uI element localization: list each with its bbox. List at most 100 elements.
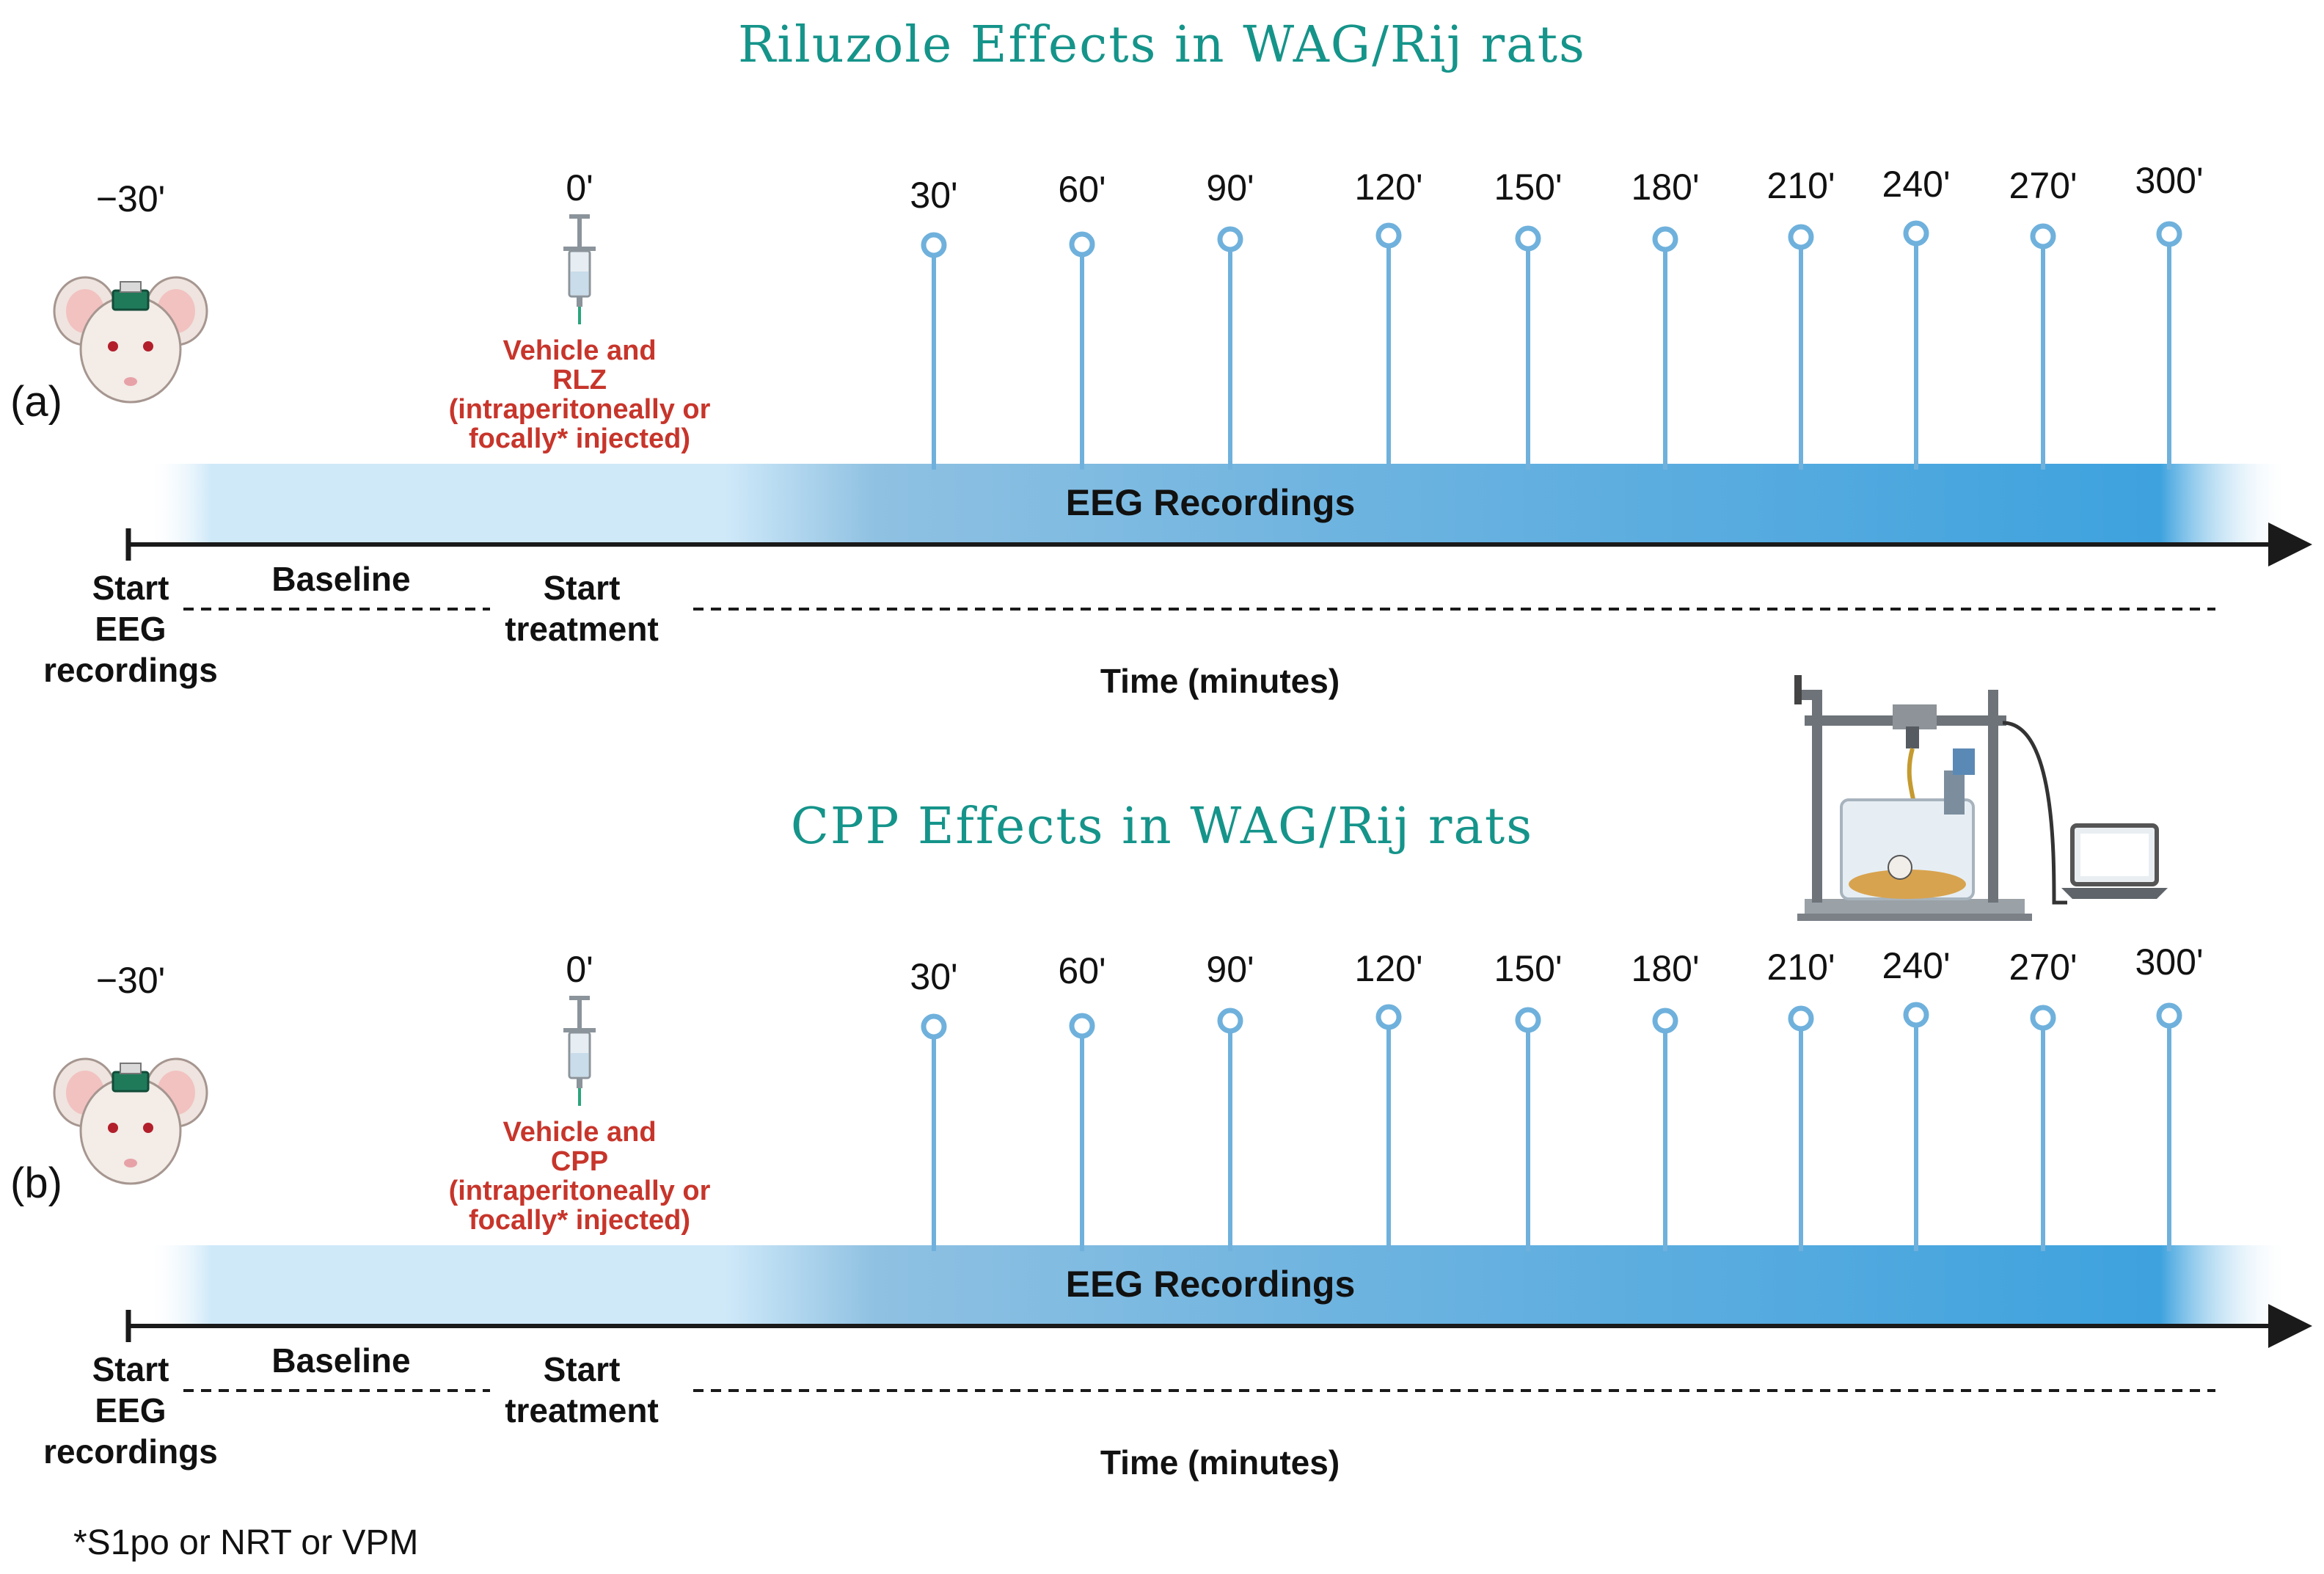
timepoint-label: 150' — [1494, 948, 1563, 989]
timepoint-label: 60' — [1058, 169, 1106, 210]
timepoint-marker — [2030, 1005, 2056, 1031]
timepoint-label: 240' — [1882, 945, 1951, 986]
start-eeg-label: Start — [92, 569, 169, 607]
start-treatment-label: treatment — [505, 610, 659, 648]
timepoint-label: 150' — [1494, 167, 1563, 208]
eeg-connector — [120, 281, 142, 293]
timepoint-label: 180' — [1631, 167, 1700, 208]
treatment-text-line: Vehicle and — [503, 1117, 656, 1148]
start-treatment-label: Start — [544, 1350, 621, 1388]
timepoint-marker — [2030, 223, 2056, 249]
treatment-text-line: (intraperitoneally or — [449, 394, 711, 425]
syringe-plunger-rod — [577, 219, 582, 248]
timepoint-marker — [921, 232, 947, 258]
timepoint-marker — [1375, 222, 1402, 249]
eeg-recordings-label: EEG Recordings — [1066, 1264, 1356, 1305]
timepoint-marker — [1652, 226, 1678, 252]
timepoint-marker — [1903, 220, 1929, 247]
rat-face — [79, 1076, 182, 1185]
syringe-plunger-cap — [569, 996, 590, 1000]
rat-nose — [124, 1159, 137, 1167]
timepoint-label: 90' — [1206, 949, 1254, 990]
syringe-liquid — [571, 1053, 588, 1076]
timepoint-label: 30' — [910, 956, 957, 997]
rat-eye-right — [143, 341, 153, 351]
eeg-recordings-bar — [147, 1245, 2289, 1325]
start-treatment-label: Start — [544, 569, 621, 607]
eeg-headcap — [112, 289, 150, 311]
start-time-label: −30' — [96, 178, 165, 219]
start-eeg-label: EEG — [95, 1391, 166, 1429]
timepoint-label: 270' — [2009, 947, 2078, 988]
treatment-time-label: 0' — [566, 167, 593, 208]
timepoint-marker — [1652, 1008, 1678, 1034]
footnote: *S1po or NRT or VPM — [73, 1523, 418, 1562]
eeg-recordings-label: EEG Recordings — [1066, 482, 1356, 523]
timepoint-marker — [1069, 231, 1095, 258]
timepoint-label: 240' — [1882, 164, 1951, 205]
rat-eye-right — [143, 1123, 153, 1133]
timepoint-marker — [1788, 1005, 1814, 1032]
timepoint-marker — [1069, 1013, 1095, 1039]
timepoint-label: 270' — [2009, 165, 2078, 206]
start-eeg-label: Start — [92, 1350, 169, 1388]
timepoint-marker — [1375, 1004, 1402, 1030]
timepoint-marker — [1217, 226, 1243, 252]
panel-label: (a) — [10, 378, 62, 426]
start-eeg-label: EEG — [95, 610, 166, 648]
eeg-recordings-bar — [147, 464, 2289, 543]
timepoint-label: 60' — [1058, 950, 1106, 991]
treatment-text-line: RLZ — [552, 365, 607, 396]
timepoint-label: 210' — [1767, 947, 1835, 988]
timepoint-marker — [1515, 225, 1541, 252]
timepoint-marker — [1217, 1008, 1243, 1034]
start-eeg-label: recordings — [43, 1432, 218, 1471]
rat-head-icon — [53, 276, 208, 404]
panel-title: Riluzole Effects in WAG/Rij rats — [738, 16, 1586, 74]
timepoint-label: 180' — [1631, 948, 1700, 989]
timepoint-marker — [2156, 221, 2182, 247]
timepoint-marker — [921, 1013, 947, 1040]
rat-face — [79, 295, 182, 404]
start-time-label: −30' — [96, 960, 165, 1001]
timepoint-label: 120' — [1355, 167, 1423, 208]
baseline-label: Baseline — [271, 560, 410, 598]
panel-label: (b) — [10, 1159, 62, 1207]
panel-b: CPP Effects in WAG/Rij rats(b)−30'0'Vehi… — [10, 798, 2312, 1482]
rat-eye-left — [108, 341, 118, 351]
treatment-time-label: 0' — [566, 949, 593, 990]
rat-nose — [124, 377, 137, 386]
treatment-text-line: focally* injected) — [469, 423, 690, 454]
timepoint-marker — [1515, 1007, 1541, 1033]
syringe-icon — [563, 214, 596, 324]
timepoint-marker — [2156, 1002, 2182, 1029]
syringe-hub — [577, 1078, 582, 1088]
syringe-flange — [563, 1028, 596, 1032]
treatment-text-line: (intraperitoneally or — [449, 1176, 711, 1206]
syringe-plunger-cap — [569, 214, 590, 219]
eeg-connector — [120, 1063, 142, 1074]
panel-a: Riluzole Effects in WAG/Rij rats (a) −30' 0… — [10, 16, 2312, 700]
timepoint-label: 300' — [2135, 941, 2204, 983]
rat-eye-left — [108, 1123, 118, 1133]
syringe-hub — [577, 296, 582, 307]
start-eeg-label: recordings — [43, 651, 218, 689]
treatment-text-line: CPP — [551, 1146, 608, 1177]
treatment-text-line: Vehicle and — [503, 335, 656, 366]
time-axis-label: Time (minutes) — [1100, 1443, 1340, 1482]
timepoint-label: 120' — [1355, 948, 1423, 989]
eeg-headcap — [112, 1071, 150, 1093]
treatment-text-line: focally* injected) — [469, 1205, 690, 1236]
syringe-flange — [563, 247, 596, 251]
syringe-icon — [563, 996, 596, 1106]
rat-head-icon — [53, 1057, 208, 1185]
timepoint-label: 210' — [1767, 165, 1835, 206]
syringe-liquid — [571, 272, 588, 295]
syringe-plunger-rod — [577, 1000, 582, 1030]
baseline-label: Baseline — [271, 1341, 410, 1380]
time-axis-label: Time (minutes) — [1100, 662, 1340, 700]
timepoint-label: 30' — [910, 175, 957, 216]
timepoint-marker — [1903, 1002, 1929, 1028]
